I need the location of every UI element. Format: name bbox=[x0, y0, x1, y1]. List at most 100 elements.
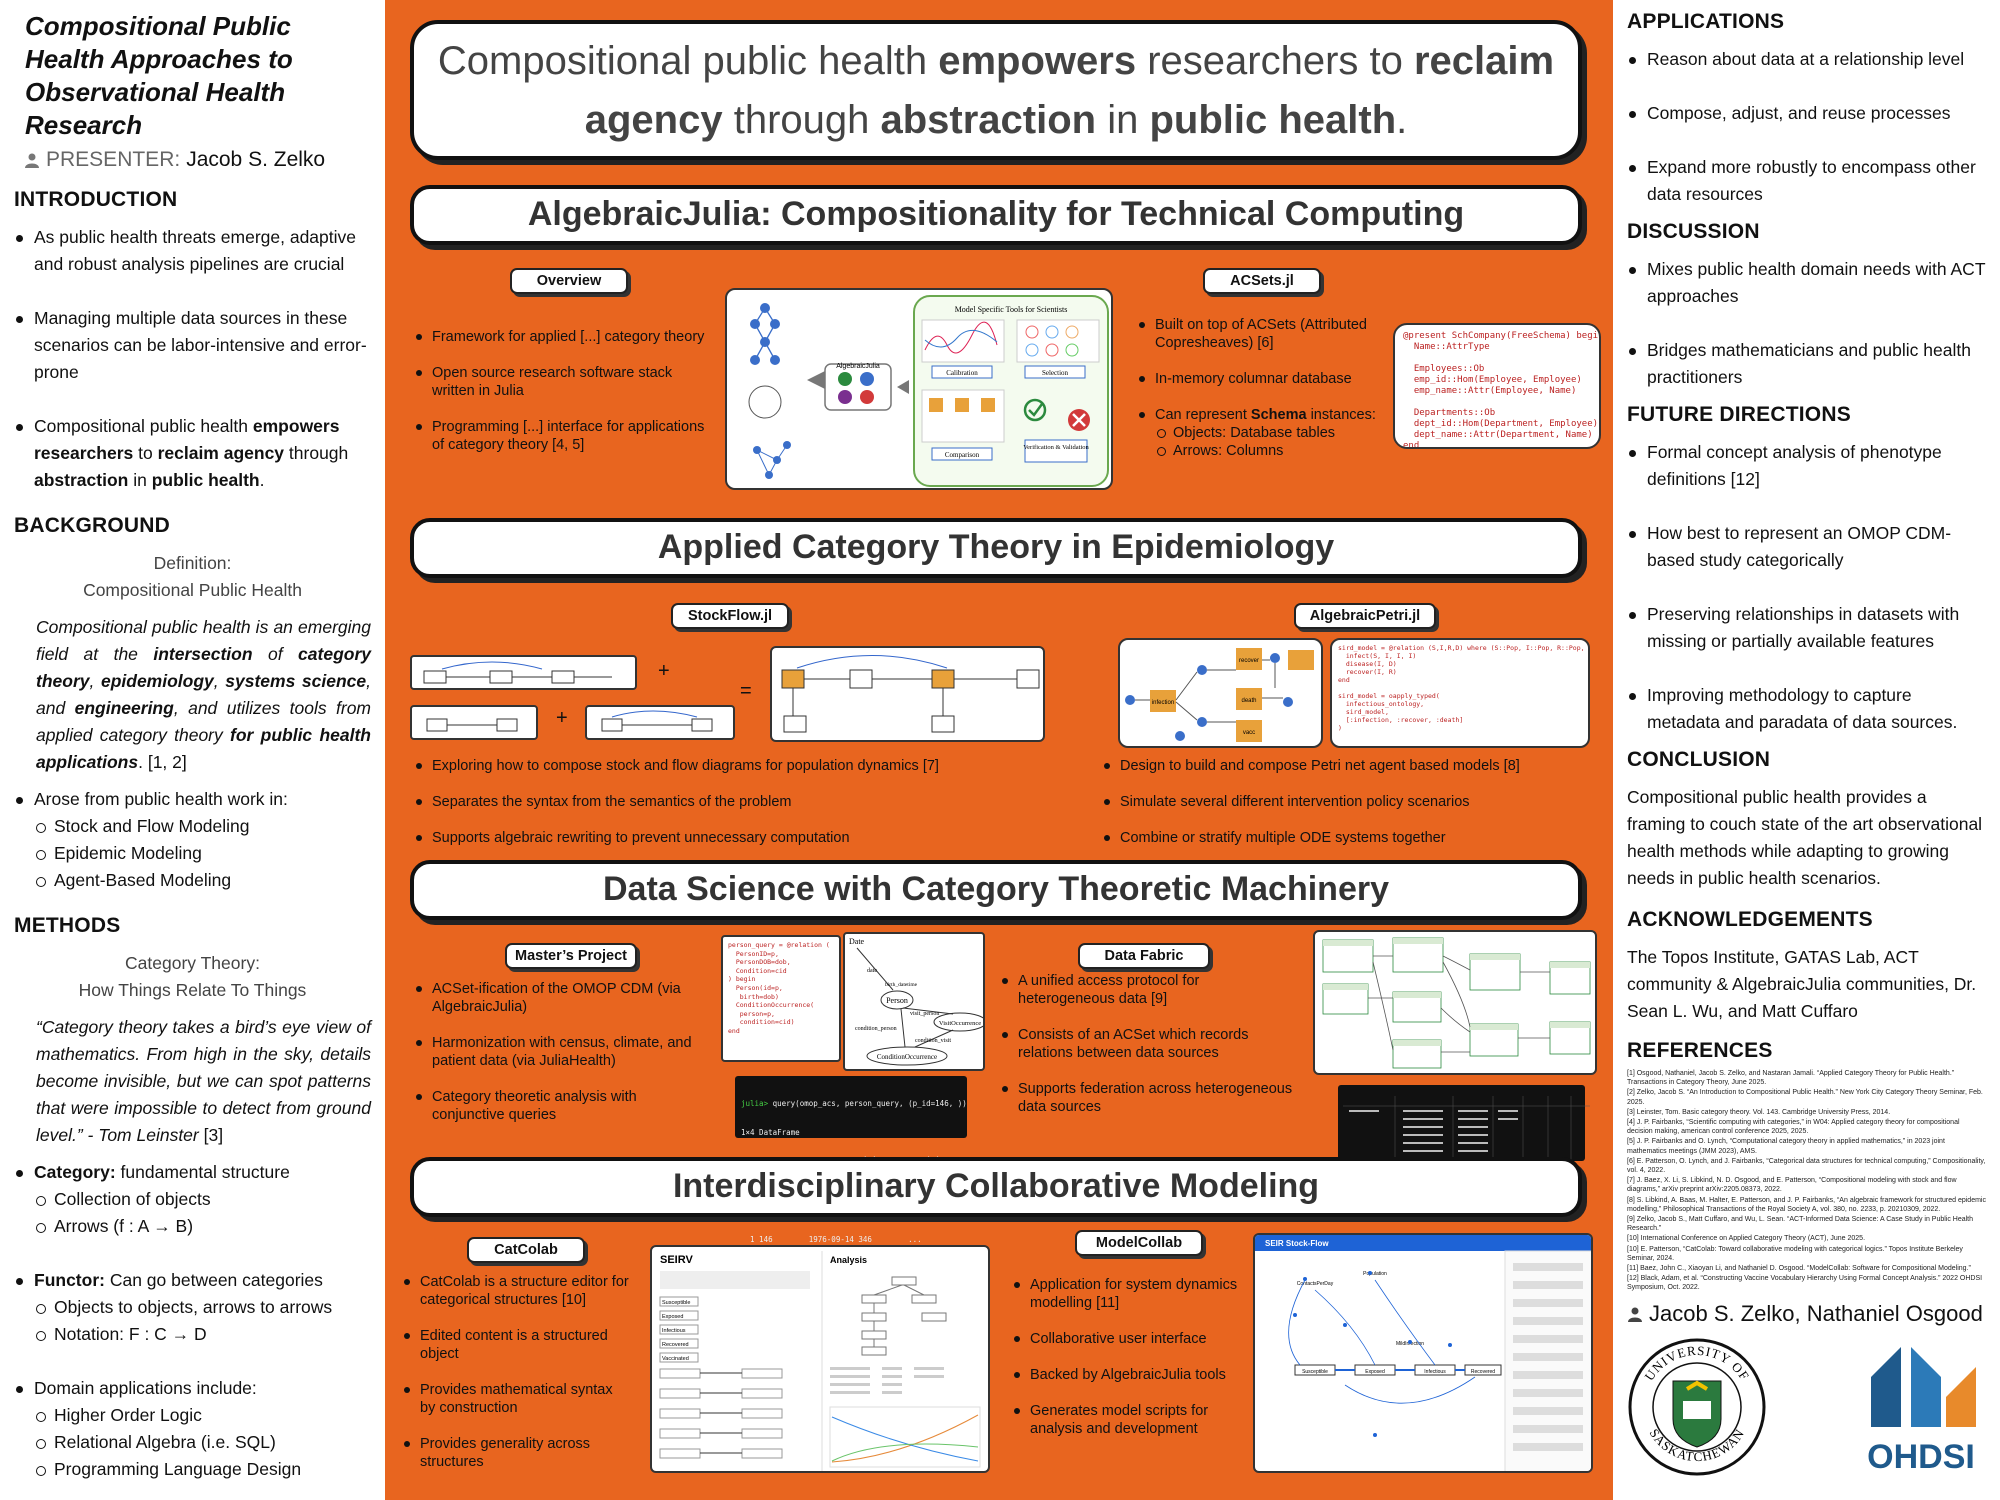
code-line bbox=[1338, 684, 1582, 692]
fabric-list: A unified access protocol for heterogene… bbox=[998, 972, 1298, 1134]
petri-code: sird_model = @relation (S,I,R,D) where (… bbox=[1330, 638, 1590, 748]
network-icon bbox=[748, 303, 791, 479]
svg-text:Person: Person bbox=[886, 996, 908, 1005]
discussion-heading: DISCUSSION bbox=[1627, 220, 1760, 243]
definition-text: Compositional public health is an emergi… bbox=[36, 617, 372, 772]
future-list: Formal concept analysis of phenotype def… bbox=[1627, 439, 1986, 736]
query-code: person_query = @relation ( PersonID=p, P… bbox=[721, 935, 841, 1062]
reference-item: [10] International Conference on Applied… bbox=[1627, 1235, 1866, 1243]
presenter-line: PRESENTER: Jacob S. Zelko bbox=[24, 148, 371, 172]
reference-item: [4] J. P. Fairbanks, “Scientific computi… bbox=[1627, 1119, 1960, 1136]
data-fabric-schema-svg bbox=[1322, 937, 1591, 1069]
model-plots: Calibration Selection Comparison Verific… bbox=[921, 319, 1100, 463]
references-list: [1] Osgood, Nathaniel, Jacob S. Zelko, a… bbox=[1627, 1069, 1986, 1293]
intro-item: As public health threats emerge, adaptiv… bbox=[14, 224, 371, 278]
svg-text:Model Specific Tools for Scien: Model Specific Tools for Scientists bbox=[955, 305, 1068, 314]
conclusion-heading: CONCLUSION bbox=[1627, 748, 1771, 771]
logos: UNIVERSITY OF SASKATCHEWAN OHDSI bbox=[1627, 1337, 1986, 1477]
svg-text:Verification & Validation: Verification & Validation bbox=[1023, 444, 1089, 451]
data-fabric-schema bbox=[1313, 930, 1597, 1075]
usask-seal-logo: UNIVERSITY OF SASKATCHEWAN bbox=[1628, 1338, 1766, 1476]
algebraicpetri-tag: AlgebraicPetri.jl bbox=[1294, 603, 1436, 629]
svg-text:Vaccinated: Vaccinated bbox=[662, 1356, 689, 1362]
code-line: condition=cid) bbox=[728, 1018, 795, 1027]
code-line: disease(I, D) bbox=[1338, 660, 1397, 668]
algebraicjulia-figure: AlgebraicJulia Model Specific Tools for … bbox=[725, 288, 1113, 490]
svg-text:Comparison: Comparison bbox=[945, 451, 980, 459]
reference-item: [9] Zelko, Jacob S., Matt Cuffaro, and W… bbox=[1627, 1216, 1974, 1233]
reference-item: [6] E. Patterson, O. Lynch, and J. Fairb… bbox=[1627, 1157, 1986, 1175]
code-line: end bbox=[1403, 441, 1420, 449]
section-data-science-title: Data Science with Category Theoretic Mac… bbox=[410, 860, 1582, 920]
svg-text:Infectious: Infectious bbox=[662, 1328, 686, 1334]
presenter-label: PRESENTER: bbox=[46, 148, 181, 171]
svg-text:condition_person: condition_person bbox=[855, 1026, 897, 1032]
conclusion-text: Compositional public health provides a f… bbox=[1627, 787, 1983, 888]
methods-heading: METHODS bbox=[14, 914, 121, 937]
stockflow-diagram-a bbox=[410, 655, 637, 690]
left-column: Compositional Public Health Approaches t… bbox=[0, 0, 385, 1500]
svg-text:Exposed: Exposed bbox=[1365, 1369, 1385, 1375]
equals-sign: = bbox=[740, 680, 752, 702]
svg-text:Population: Population bbox=[1363, 1271, 1387, 1277]
intro-heading: INTRODUCTION bbox=[14, 188, 178, 211]
code-line: end bbox=[728, 1026, 740, 1035]
applications-heading: APPLICATIONS bbox=[1627, 10, 1785, 33]
data-fabric-table bbox=[1338, 1085, 1591, 1172]
code-line: dept_name::Attr(Department, Name) bbox=[1403, 430, 1593, 440]
reference-item: [10] E. Patterson, “CatColab: Toward col… bbox=[1627, 1245, 1963, 1262]
person-icon bbox=[25, 153, 39, 168]
ohdsi-mark-icon bbox=[1871, 1346, 1976, 1427]
code-line: emp_name::Attr(Employee, Name) bbox=[1403, 386, 1577, 396]
arose-item: Stock and Flow Modeling bbox=[34, 813, 371, 840]
arose-item: Epidemic Modeling bbox=[34, 840, 371, 867]
svg-text:Selection: Selection bbox=[1042, 369, 1069, 377]
svg-text:MildInfection: MildInfection bbox=[1396, 1341, 1424, 1347]
svg-text:Recovered: Recovered bbox=[1471, 1369, 1495, 1375]
code-line: end bbox=[1338, 676, 1350, 684]
code-line: ) bbox=[1338, 724, 1342, 732]
code-line: Person(id=p, bbox=[728, 983, 783, 992]
catcolab-tag: CatColab bbox=[467, 1237, 585, 1263]
code-line: Departments::Ob bbox=[1403, 408, 1496, 418]
future-heading: FUTURE DIRECTIONS bbox=[1627, 403, 1851, 426]
reference-item: [11] Baez, John C., Xiaoyan Li, and Nath… bbox=[1627, 1265, 1971, 1273]
stockflow-a-svg bbox=[423, 661, 612, 684]
methods-list: Category: fundamental structure Collecti… bbox=[14, 1159, 371, 1483]
code-line: sird_model = @relation (S,I,R,D) where (… bbox=[1338, 644, 1585, 652]
omop-graph-svg: Date Person ConditionOccurrence VisitOcc… bbox=[849, 937, 983, 1066]
stockflow-c-svg bbox=[601, 710, 713, 732]
arose-list: Arose from public health work in: Stock … bbox=[14, 786, 371, 894]
reference-item: [3] Leinster, Tom. Basic category theory… bbox=[1627, 1108, 1891, 1116]
code-line: recover(I, R) bbox=[1338, 668, 1397, 676]
reference-item: [2] Zelko, Jacob S. “An Introduction to … bbox=[1627, 1089, 1983, 1106]
reference-item: [5] J. P. Fairbanks and O. Lynch, “Compu… bbox=[1627, 1138, 1945, 1155]
petri-net-svg: recover infection death vacc bbox=[1125, 648, 1314, 742]
plus-sign: + bbox=[658, 660, 670, 682]
code-line: ConditionOccurrence( bbox=[728, 1001, 815, 1010]
code-line: birth=dob) bbox=[728, 992, 779, 1001]
svg-text:ContactsPerDay: ContactsPerDay bbox=[1297, 1281, 1334, 1287]
svg-text:SEIR Stock-Flow: SEIR Stock-Flow bbox=[1265, 1239, 1329, 1248]
background-heading: BACKGROUND bbox=[14, 514, 170, 537]
stockflow-composed bbox=[770, 646, 1045, 742]
intro-item: Compositional public health empowers res… bbox=[14, 413, 371, 494]
svg-text:Susceptible: Susceptible bbox=[1302, 1369, 1328, 1375]
arose-sublist: Stock and Flow Modeling Epidemic Modelin… bbox=[34, 813, 371, 894]
svg-text:VisitOccurrence: VisitOccurrence bbox=[939, 1020, 981, 1027]
svg-text:visit_person: visit_person bbox=[910, 1011, 939, 1017]
svg-text:birth_datetime: birth_datetime bbox=[885, 982, 918, 988]
svg-text:infection: infection bbox=[1152, 700, 1174, 706]
stockflow-b-svg bbox=[426, 718, 518, 732]
svg-text:Analysis: Analysis bbox=[830, 1255, 867, 1265]
code-line: emp_id::Hom(Employee, Employee) bbox=[1403, 375, 1582, 385]
section-collaborative-title: Interdisciplinary Collaborative Modeling bbox=[410, 1157, 1582, 1217]
section-algebraicjulia-title: AlgebraicJulia: Compositionality for Tec… bbox=[410, 185, 1582, 245]
ct-heading: Category Theory:How Things Relate To Thi… bbox=[78, 953, 307, 1000]
code-line: Employees::Ob bbox=[1403, 364, 1485, 374]
omop-graph: Date Person ConditionOccurrence VisitOcc… bbox=[843, 932, 985, 1071]
code-line: Condition=cid bbox=[728, 966, 787, 975]
modelcollab-screenshot: SEIR Stock-Flow Susceptible Exposed Infe… bbox=[1253, 1233, 1593, 1473]
stockflow-diagram-b bbox=[410, 705, 538, 740]
code-line: person=p, bbox=[728, 1009, 775, 1018]
